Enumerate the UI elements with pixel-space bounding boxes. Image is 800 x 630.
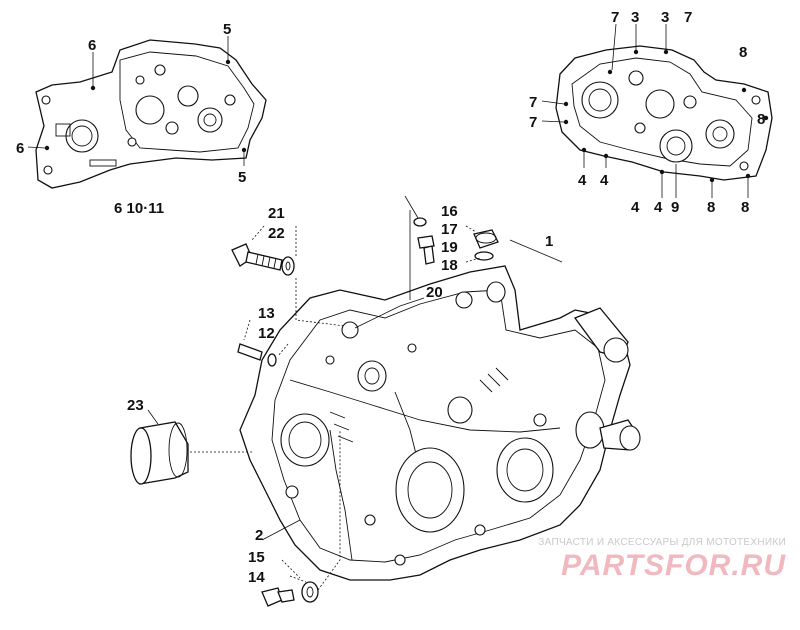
callout-18: 18 [441,257,458,274]
callout-5-left-right: 5 [238,169,246,186]
callout-15: 15 [248,549,265,566]
part-15-washer [301,581,319,603]
callout-4-right-bottom-a: 4 [578,172,587,189]
part-19-washer [413,217,427,227]
callout-6-left-top: 6 [88,37,96,54]
callout-7-right-left-a: 7 [529,94,537,111]
callout-1: 1 [545,233,553,250]
callout-2: 2 [255,527,263,544]
part-13-stud [237,343,263,361]
callout-4-right-bottom-b: 4 [600,172,609,189]
callout-14: 14 [248,569,265,586]
callout-8-right-top: 8 [739,44,747,61]
callout-23: 23 [127,397,144,414]
callout-20: 20 [426,284,443,301]
callout-7-right-left-b: 7 [529,114,537,131]
callout-8-right-row-a: 8 [707,199,715,216]
callout-9-right-row: 9 [671,199,679,216]
callout-19: 19 [441,239,458,256]
callout-8-right-row-b: 8 [741,199,749,216]
part-14-drain-plug [261,587,295,607]
main-crankcase-assembly [239,265,641,581]
left-crankcase-half [35,39,267,189]
callout-3-right-top-a: 3 [631,9,639,26]
callout-4-right-row-b: 4 [654,199,663,216]
right-crankcase-half [555,45,773,183]
part-22-washer [281,256,295,276]
watermark-brand-logo: PARTSFOR.RU [561,549,786,582]
callout-6-left-side: 6 [16,140,24,157]
callout-4-right-row-a: 4 [631,199,640,216]
callout-8-right-side: 8 [757,111,765,128]
callout-12: 12 [258,325,275,342]
watermark-tagline: ЗАПЧАСТИ И АКСЕССУАРЫ ДЛЯ МОТОТЕХНИКИ [538,537,786,548]
callout-7-right-top-b: 7 [684,9,692,26]
callout-21: 21 [268,205,285,222]
callout-left-bottom-group: 6 10·11 [114,200,164,217]
part-19-bolt [417,235,435,265]
part-18-seal [474,251,494,261]
callout-17: 17 [441,221,458,238]
callout-13: 13 [258,305,275,322]
callout-3-right-top-b: 3 [661,9,669,26]
part-12-oring [267,353,277,367]
callout-16: 16 [441,203,458,220]
callout-22: 22 [268,225,285,242]
callout-5-left-top: 5 [223,21,231,38]
part-21-bolt [231,243,283,271]
part-16-plug [473,229,499,249]
part-23-cover-cap [130,421,189,485]
callout-7-right-top-a: 7 [611,9,619,26]
